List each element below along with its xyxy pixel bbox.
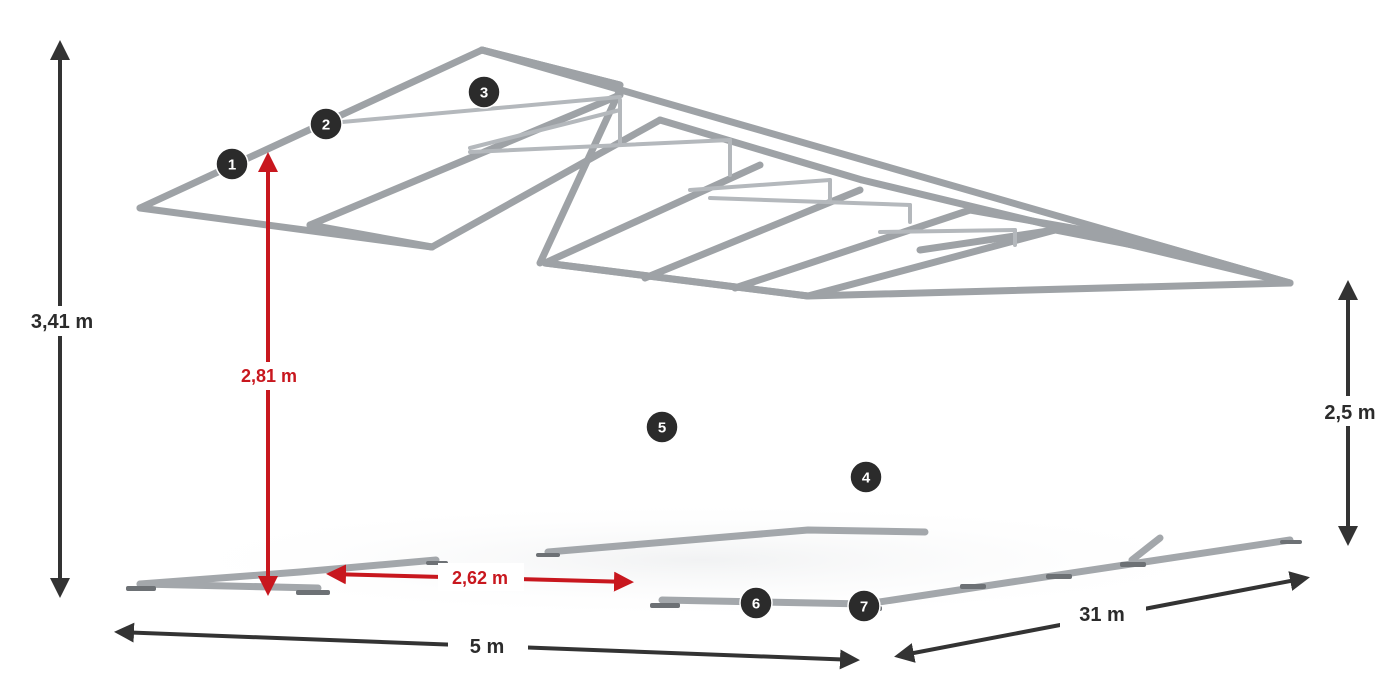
dimension-arrows: 3,41 m 2,5 m 2,81 m 2,62 m 5 m 31 m [22, 40, 1388, 670]
side-height-label-bg [1312, 396, 1388, 426]
svg-text:1: 1 [228, 157, 236, 174]
marker-7: 7 [847, 589, 881, 623]
callout-markers: 1 2 3 4 5 6 7 [215, 75, 883, 623]
svg-text:5: 5 [658, 420, 666, 437]
roof-structure [136, 46, 1294, 300]
marker-6: 6 [739, 586, 773, 620]
bay-spacing-label-bg [438, 563, 524, 591]
width-label-bg [448, 630, 528, 660]
svg-text:6: 6 [752, 596, 760, 613]
side-height-label: 2,5 m [1324, 402, 1375, 424]
width-label: 5 m [470, 636, 504, 658]
length-label: 31 m [1079, 604, 1125, 626]
marker-5: 5 [645, 410, 679, 444]
cross-ties [318, 95, 1017, 247]
tent-frame [126, 46, 1302, 611]
upright-posts [135, 115, 1295, 605]
svg-text:7: 7 [860, 599, 868, 616]
total-height-label: 3,41 m [31, 311, 93, 333]
inner-height-label-bg [232, 362, 310, 390]
marker-4: 4 [849, 460, 883, 494]
inner-height-label: 2,81 m [241, 366, 297, 386]
svg-text:3: 3 [480, 85, 488, 102]
total-height-label-bg [22, 306, 102, 336]
svg-text:4: 4 [862, 470, 871, 487]
marker-3: 3 [467, 75, 501, 109]
marker-1: 1 [215, 147, 249, 181]
length-label-bg [1060, 598, 1146, 630]
svg-text:2: 2 [322, 117, 330, 134]
marker-2: 2 [309, 107, 343, 141]
bay-spacing-label: 2,62 m [452, 568, 508, 588]
